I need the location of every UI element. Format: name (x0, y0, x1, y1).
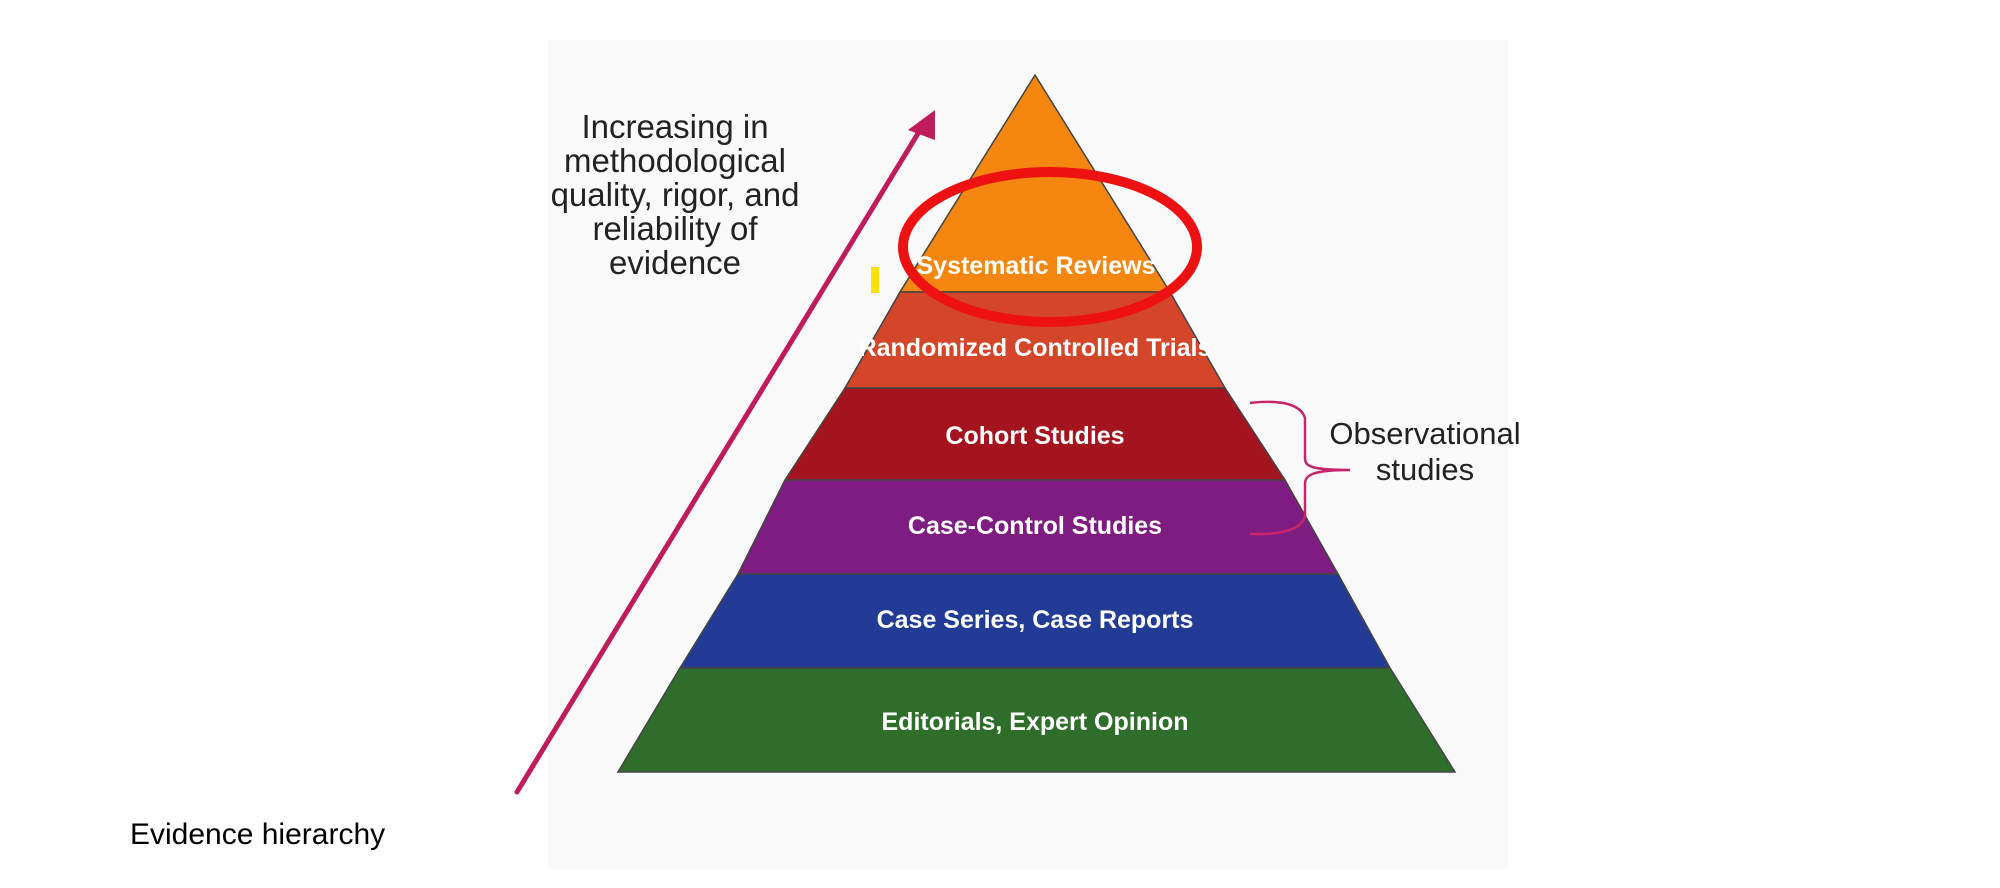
tier-label: Case Series, Case Reports (877, 606, 1194, 634)
rigor-line: evidence (608, 244, 742, 281)
rigor-arrow (514, 119, 928, 795)
observational-brace (1249, 400, 1351, 536)
slide-caption: Evidence hierarchy (130, 818, 386, 851)
observational-line: studies (1375, 452, 1475, 487)
tier-label: Systematic Reviews (916, 252, 1155, 280)
rigor-line: Increasing in (581, 108, 769, 145)
yellow-marker (871, 267, 879, 293)
tier-label: Cohort Studies (945, 422, 1124, 450)
tier-label: Case-Control Studies (908, 512, 1162, 540)
rigor-arrowhead (908, 110, 935, 140)
observational-annotation: Observational studies (1305, 416, 1545, 488)
pyramid-tiers (616, 73, 1457, 773)
rigor-line: reliability of (592, 210, 758, 247)
rigor-line: quality, rigor, and (550, 176, 800, 213)
highlight-circle (898, 167, 1202, 327)
observational-line: Observational (1329, 416, 1521, 451)
tier-label: Randomized Controlled Trials (859, 334, 1212, 362)
tier-label: Editorials, Expert Opinion (882, 708, 1189, 736)
rigor-annotation: Increasing in methodological quality, ri… (525, 110, 825, 280)
rigor-line: methodological (564, 142, 786, 179)
tier-editorials-expert-opinion (616, 667, 1457, 773)
